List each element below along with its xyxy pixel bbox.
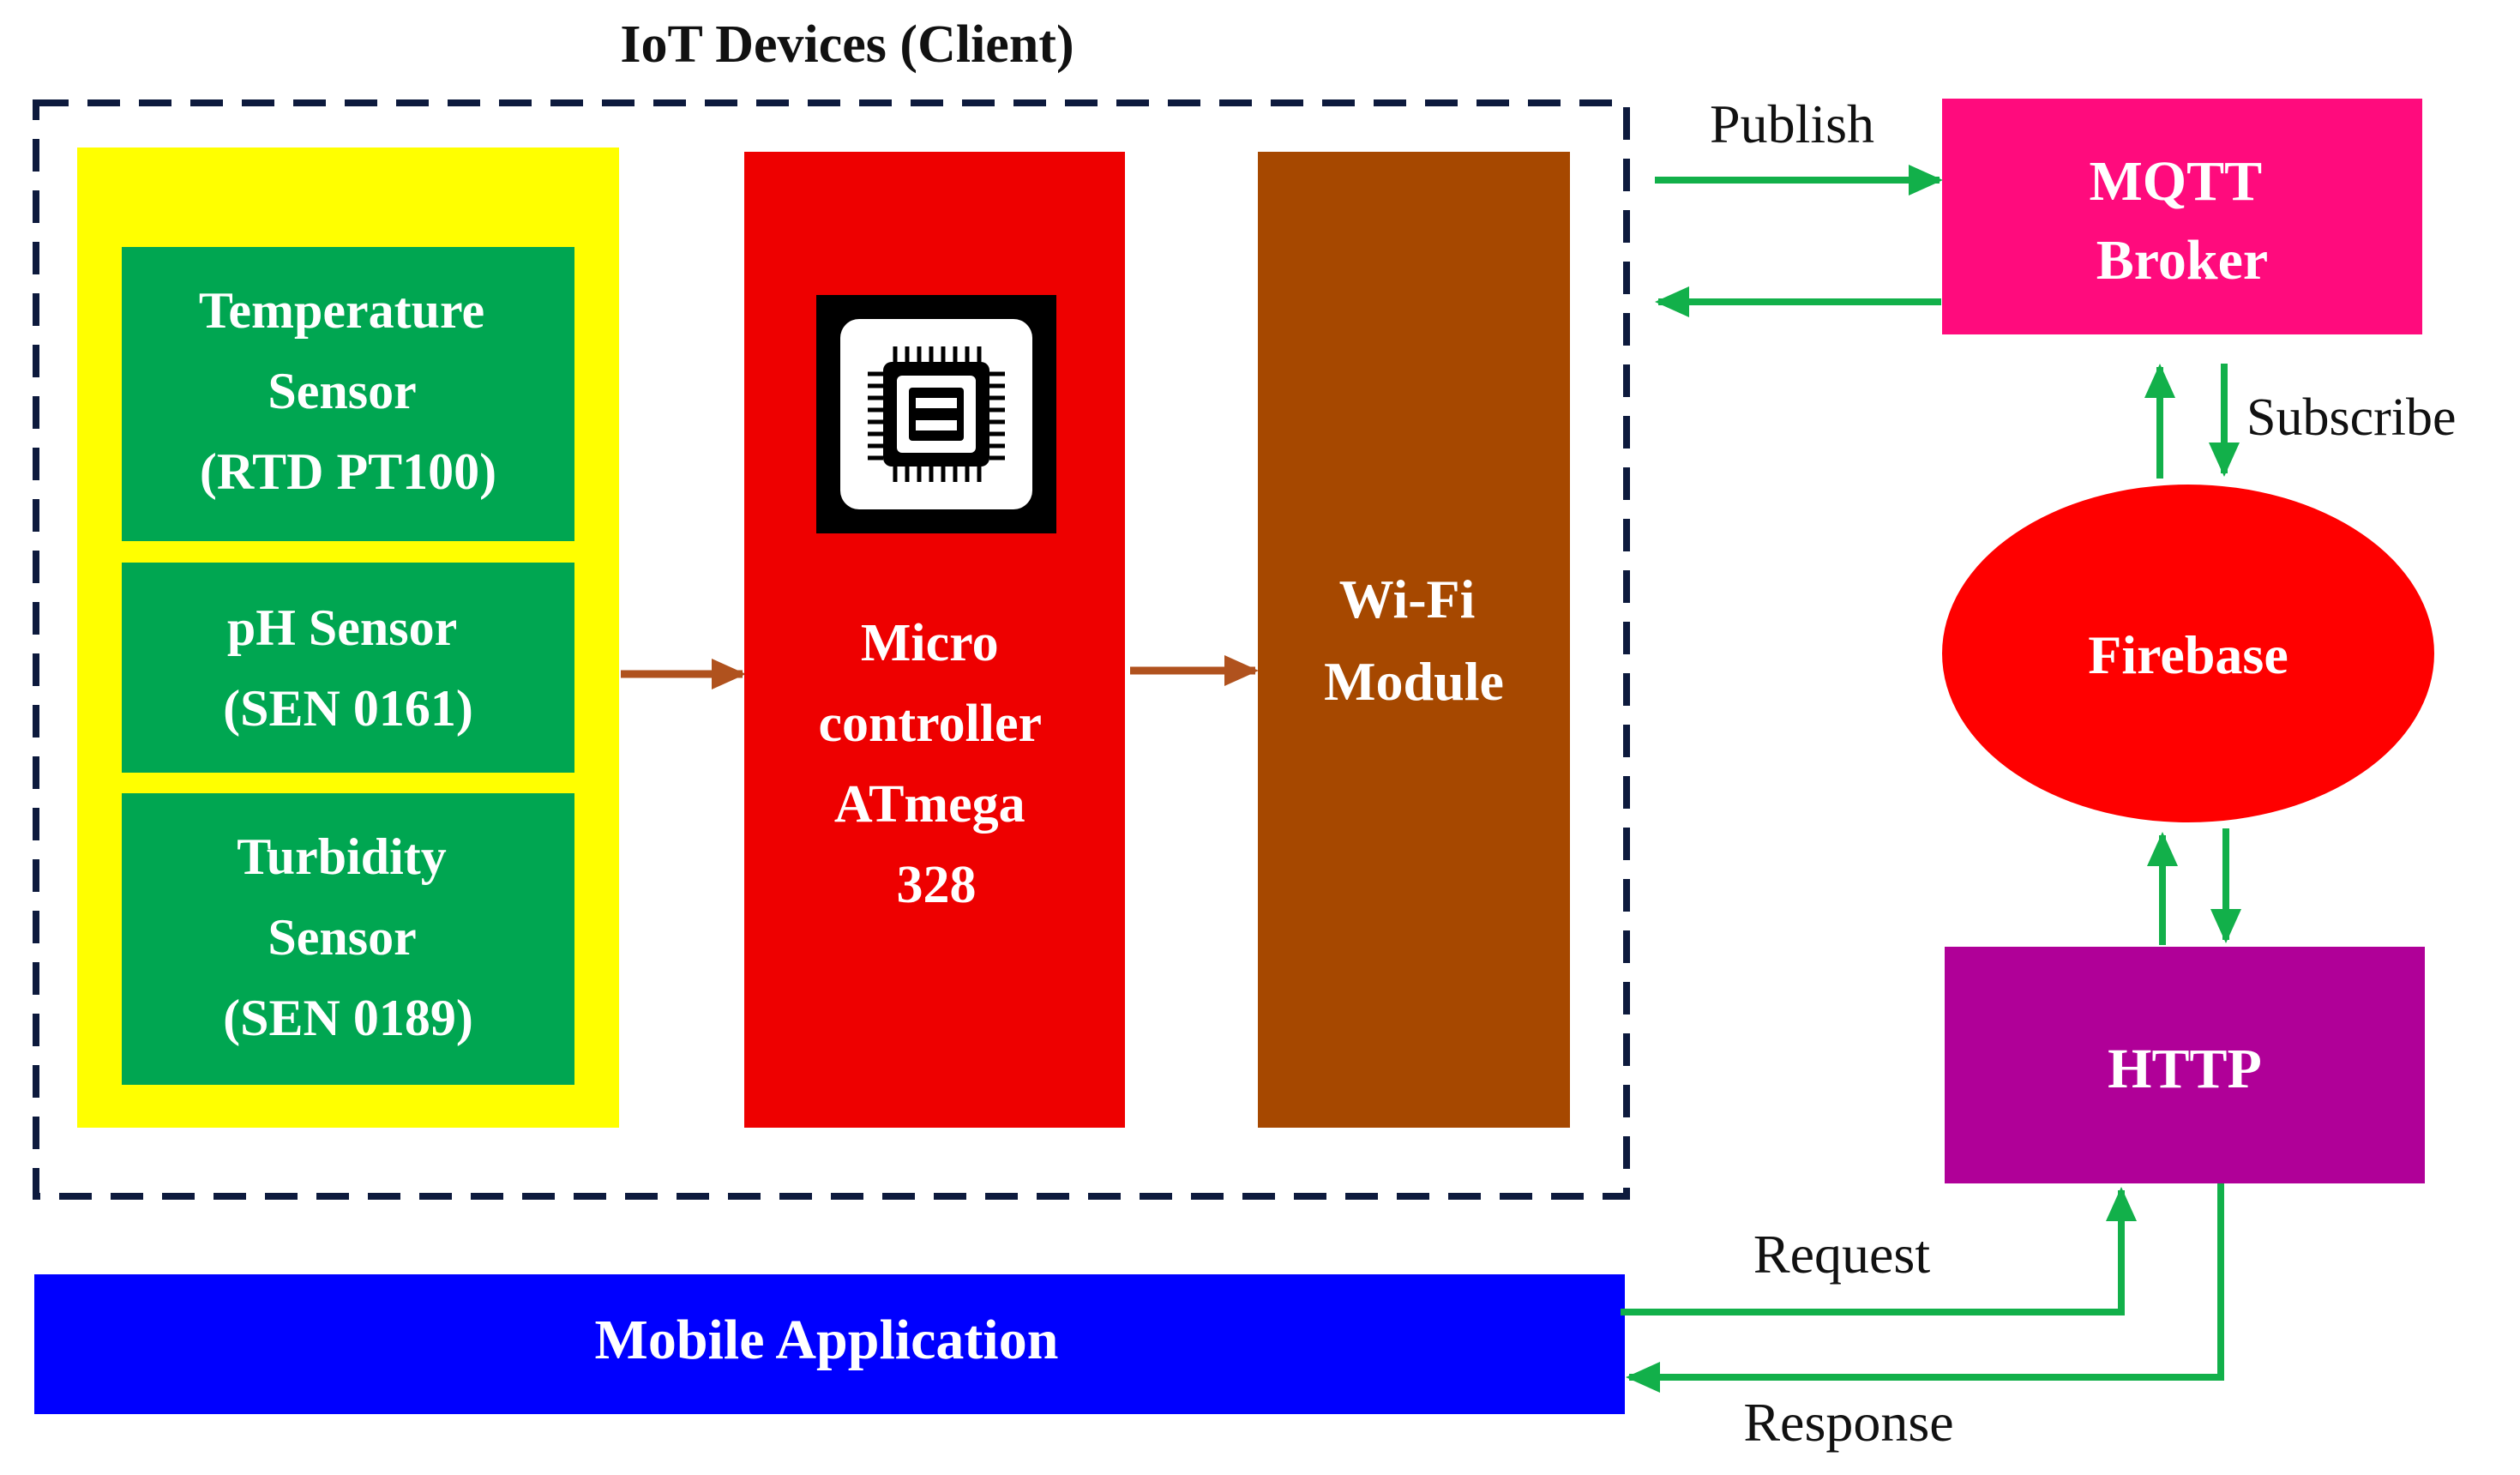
mobile-application-box: Mobile Application bbox=[34, 1274, 1625, 1414]
mcu-label-line: 328 bbox=[897, 856, 977, 914]
svg-text:Wi-Fi Module: Wi-Fi Module bbox=[1324, 569, 1504, 712]
request-label: Request bbox=[1753, 1224, 1930, 1285]
sensor-label-line: Turbidity bbox=[237, 828, 447, 885]
sensor-label-line: (SEN 0189) bbox=[223, 990, 473, 1046]
sensor-label-line: pH Sensor bbox=[227, 599, 457, 656]
response-label: Response bbox=[1743, 1392, 1953, 1453]
publish-label: Publish bbox=[1710, 93, 1874, 154]
mcu-label-line: ATmega bbox=[834, 775, 1025, 834]
firebase-node: Firebase bbox=[1942, 485, 2434, 822]
svg-text:Micro controller A: Micro controller ATmega 328 bbox=[819, 614, 1055, 914]
wifi-label-line: Wi-Fi bbox=[1339, 569, 1476, 629]
microcontroller-box: Micro controller ATmega 328 bbox=[744, 152, 1125, 1128]
wifi-module-box: Wi-Fi Module bbox=[1258, 152, 1570, 1128]
svg-text:pH Sensor (SEN 0161): pH Sensor (SEN 0161) bbox=[223, 599, 473, 737]
svg-text:Turbidity Sensor (: Turbidity Sensor (SEN 0189) bbox=[223, 828, 473, 1046]
http-label: HTTP bbox=[2108, 1038, 2262, 1100]
request-arrow bbox=[1621, 1187, 2137, 1315]
subscribe-label: Subscribe bbox=[2246, 388, 2457, 447]
sensor-label-line: (RTD PT100) bbox=[200, 443, 496, 500]
svg-text:Temperature Sensor: Temperature Sensor (RTD PT100) bbox=[199, 282, 497, 500]
client-group-title: IoT Devices (Client) bbox=[620, 15, 1074, 74]
http-box: HTTP bbox=[1945, 947, 2425, 1183]
sensor-label-line: Temperature bbox=[199, 282, 484, 339]
mqtt-label-line: MQTT bbox=[2090, 150, 2263, 213]
ph-sensor-box: pH Sensor (SEN 0161) bbox=[122, 563, 574, 773]
turbidity-sensor-box: Turbidity Sensor (SEN 0189) bbox=[122, 793, 574, 1085]
temperature-sensor-box: Temperature Sensor (RTD PT100) bbox=[122, 247, 574, 541]
response-arrow bbox=[1626, 1183, 2224, 1393]
mobile-application-label: Mobile Application bbox=[595, 1309, 1059, 1371]
wifi-label-line: Module bbox=[1324, 651, 1504, 712]
mqtt-broker-box: MQTT Broker bbox=[1942, 99, 2422, 334]
mcu-label-line: controller bbox=[819, 695, 1042, 753]
mqtt-label-line: Broker bbox=[2096, 229, 2268, 292]
svg-text:MQTT Broker: MQTT Broker bbox=[2090, 150, 2276, 292]
sensor-label-line: Sensor bbox=[268, 909, 416, 966]
microchip-icon bbox=[816, 295, 1056, 533]
sensor-label-line: (SEN 0161) bbox=[223, 680, 473, 737]
firebase-label: Firebase bbox=[2088, 624, 2288, 685]
client-group-boundary bbox=[33, 99, 1630, 1200]
sensor-label-line: Sensor bbox=[268, 363, 416, 419]
mcu-label-line: Micro bbox=[861, 614, 999, 672]
